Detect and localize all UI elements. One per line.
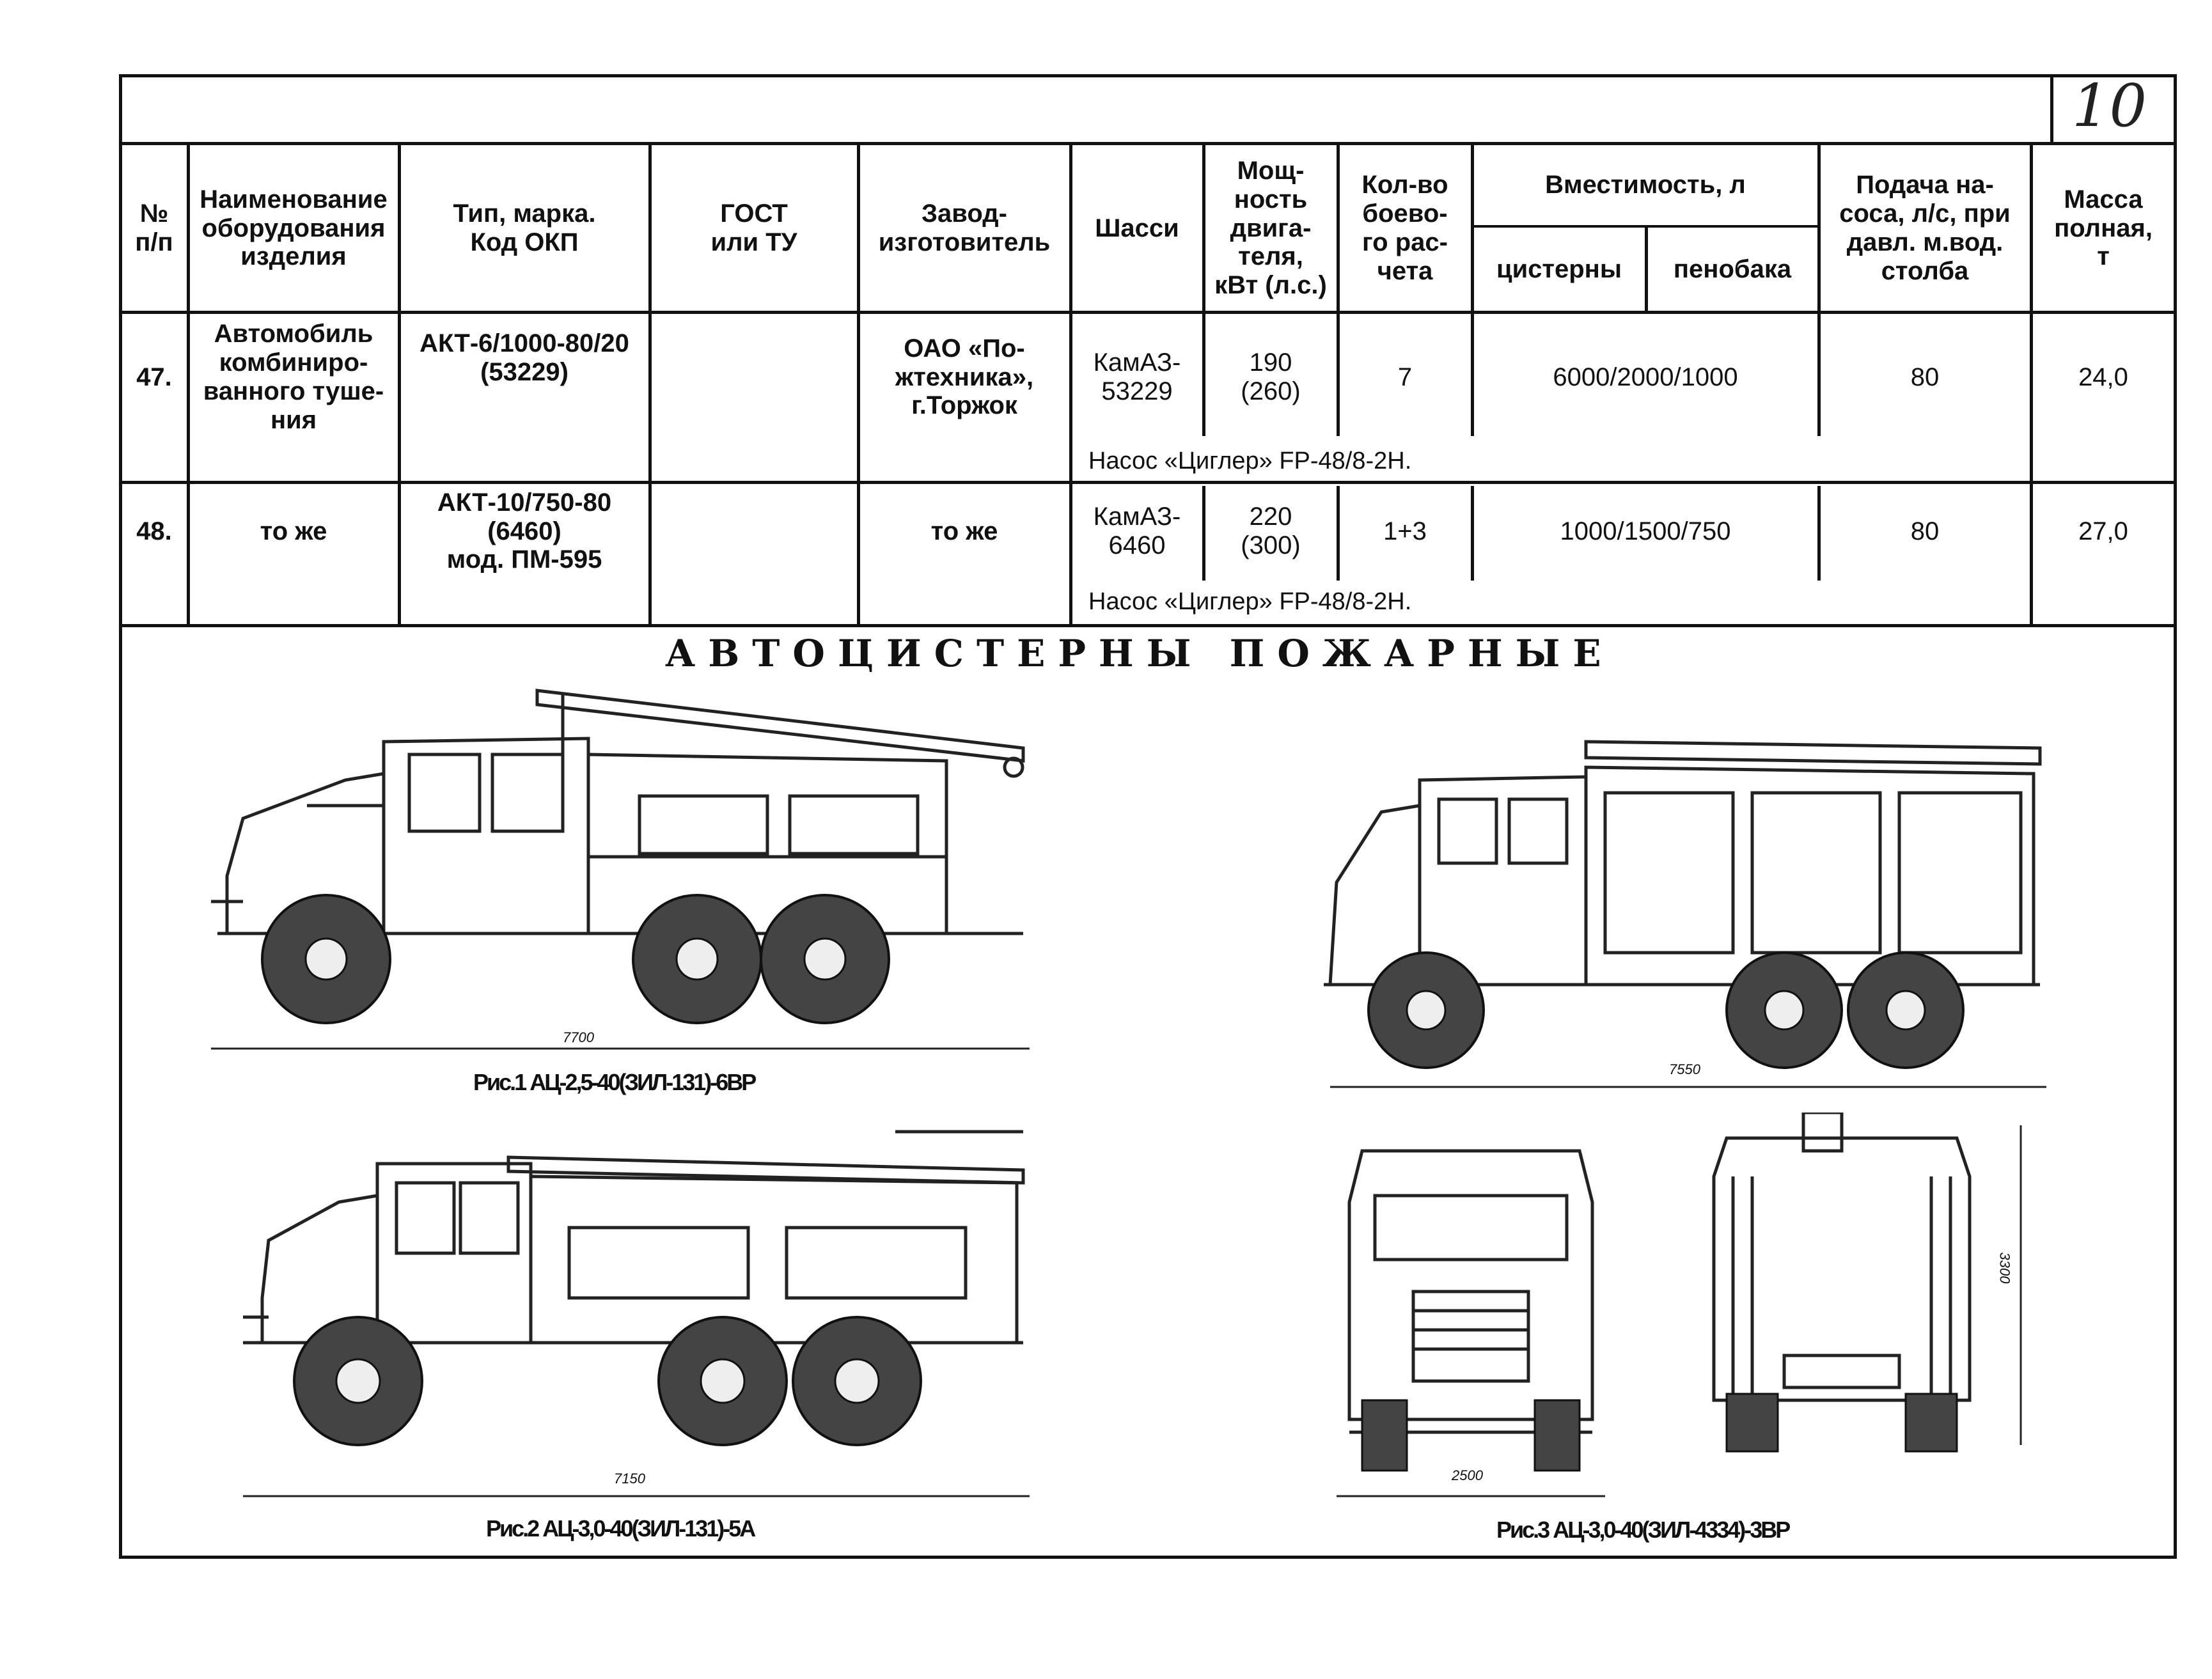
header-mass: Масса полная, т — [2054, 185, 2153, 271]
page-number-box — [2050, 75, 2174, 144]
row47-bottom-line — [119, 481, 2177, 484]
fig1-caption: Рис.1 АЦ-2,5-40(ЗИЛ-131)-6ВР — [473, 1069, 757, 1095]
col-line-10b — [1817, 486, 1821, 581]
col-line-2 — [398, 142, 401, 625]
row47-mass: 24,0 — [2078, 363, 2128, 391]
row47-note: Насос «Циглер» FP-48/8-2Н. — [1088, 448, 1412, 474]
row48-mass: 27,0 — [2078, 517, 2128, 545]
col-line-7a — [1337, 142, 1340, 436]
header-chassis: Шасси — [1095, 214, 1179, 242]
row48-note: Насос «Циглер» FP-48/8-2Н. — [1088, 588, 1412, 615]
section-title: АВТОЦИСТЕРНЫ ПОЖАРНЫЕ — [665, 632, 1614, 675]
row47-type: АКТ-6/1000-80/20 (53229) — [420, 329, 629, 386]
subheader-line — [1471, 225, 1817, 228]
header-maker: Завод- изготовитель — [878, 199, 1051, 256]
row47-gost — [651, 313, 857, 441]
row47-chassis: КамАЗ- 53229 — [1093, 348, 1181, 405]
fig2-caption: Рис.2 АЦ-3,0-40(ЗИЛ-131)-5А — [486, 1515, 756, 1542]
fig3-caption: Рис.3 АЦ-3,0-40(ЗИЛ-4334)-3ВР — [1496, 1517, 1791, 1543]
fire-truck-rear-drawing — [1712, 1113, 2022, 1453]
row48-type: АКТ-10/750-80 (6460) мод. ПМ-595 — [437, 488, 612, 574]
row48-bottom-line — [119, 624, 2177, 627]
header-name: Наименование оборудования изделия — [200, 185, 388, 271]
page-number: 10 — [2072, 72, 2147, 140]
row48-pump: 80 — [1910, 517, 1940, 545]
row48-gost — [651, 483, 857, 579]
col-line-4 — [857, 142, 860, 625]
row48-power: 220 (300) — [1241, 503, 1301, 559]
fig3-dimension-length: 7550 — [1669, 1061, 1700, 1077]
header-num: № п/п — [135, 199, 173, 256]
header-pump: Подача на- соса, л/с, при давл. м.вод. с… — [1839, 171, 2011, 285]
row47-capacity: 6000/2000/1000 — [1553, 363, 1738, 391]
fire-truck-side-drawing-1 — [211, 689, 1030, 1050]
row48-name: то же — [260, 517, 327, 545]
row47-num: 47. — [136, 363, 172, 391]
row47-pump: 80 — [1910, 363, 1940, 391]
header-crew: Кол-во боево- го рас- чета — [1361, 171, 1448, 285]
fig3-dimension-height: 3300 — [1996, 1252, 2013, 1284]
fig3-dimension-width: 2500 — [1452, 1467, 1483, 1483]
row47-crew: 7 — [1397, 363, 1413, 391]
row47-name: Автомобиль комбиниро- ванного туше- ния — [203, 320, 384, 434]
row47-maker: ОАО «По- жтехника», г.Торжок — [895, 334, 1034, 420]
fig1-dimension: 7700 — [563, 1029, 594, 1045]
col-line-6a — [1202, 142, 1205, 436]
col-line-3 — [648, 142, 652, 625]
col-line-5 — [1069, 142, 1072, 625]
row48-crew: 1+3 — [1383, 517, 1427, 545]
header-capacity-tank: цистерны — [1496, 254, 1622, 283]
page-frame — [119, 74, 2177, 1559]
row47-power: 190 (260) — [1241, 348, 1301, 405]
header-capacity: Вместимость, л — [1545, 170, 1746, 199]
header-power: Мощ- ность двига- теля, кВт (л.с.) — [1214, 157, 1327, 300]
header-gost: ГОСТ или ТУ — [710, 199, 797, 256]
col-line-1 — [187, 142, 190, 625]
row48-capacity: 1000/1500/750 — [1560, 517, 1731, 545]
col-line-6b — [1202, 486, 1205, 581]
header-capacity-foam: пенобака — [1673, 254, 1792, 283]
row48-maker: то же — [930, 517, 998, 545]
fire-truck-side-drawing-2 — [243, 1130, 1030, 1497]
col-line-11 — [2030, 142, 2033, 625]
col-line-7b — [1337, 486, 1340, 581]
header-type: Тип, марка. Код ОКП — [453, 199, 596, 256]
fig2-dimension: 7150 — [614, 1471, 645, 1487]
row48-num: 48. — [136, 517, 172, 545]
col-line-8a — [1471, 142, 1474, 436]
table-top-line — [119, 142, 2177, 145]
row48-chassis: КамАЗ- 6460 — [1093, 503, 1181, 559]
col-line-10a — [1817, 142, 1821, 436]
col-line-8b — [1471, 486, 1474, 581]
fire-truck-side-drawing-3 — [1324, 740, 2046, 1088]
header-bottom-line — [119, 311, 2177, 314]
fire-truck-front-drawing — [1337, 1149, 1605, 1497]
col-line-9 — [1645, 225, 1648, 313]
